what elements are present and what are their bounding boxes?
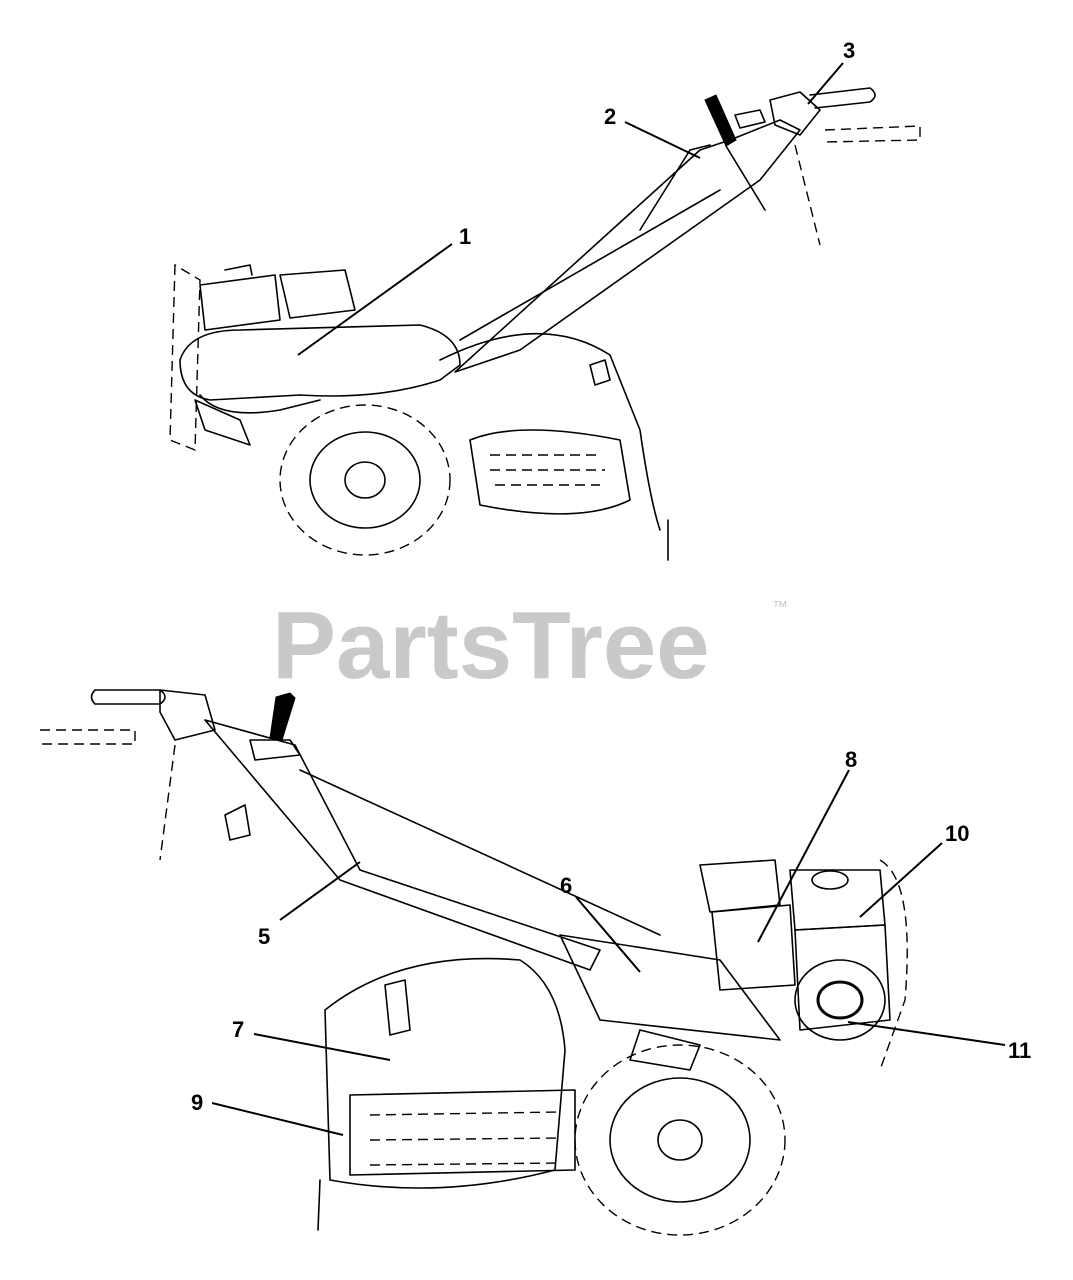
- bottom-shield-edge: [317, 1179, 321, 1231]
- watermark-trademark: ™: [772, 599, 788, 616]
- top-depth-lever-grip: [704, 94, 737, 147]
- top-tine-shield-flap: [469, 429, 631, 515]
- bottom-handlebar-tube: [204, 719, 601, 971]
- top-handle-housing: [769, 91, 821, 136]
- top-handle-grip-lower: [824, 125, 921, 143]
- bottom-tine-shield: [324, 957, 566, 1189]
- bottom-engine-air-cleaner: [711, 904, 796, 991]
- watermark: PartsTree ™: [272, 592, 788, 699]
- bottom-engine-recoil-starter: [816, 980, 864, 1020]
- bottom-handle-pivot: [224, 804, 251, 841]
- bottom-handle-grip-upper: [90, 689, 166, 705]
- watermark-text: PartsTree: [272, 592, 710, 699]
- callout-11: 11: [1008, 1038, 1031, 1063]
- top-handle-stay: [794, 144, 821, 246]
- top-handlebar-cable: [459, 189, 721, 341]
- leader-6: [575, 896, 641, 973]
- callout-8: 8: [845, 747, 857, 772]
- top-flap-ribs: [490, 454, 605, 486]
- top-handle-grip-upper: [809, 87, 876, 109]
- callout-1: 1: [459, 224, 471, 249]
- bottom-handlebar-cable: [299, 769, 661, 936]
- callout-2: 2: [604, 104, 616, 129]
- top-frame-bracket: [194, 399, 251, 446]
- bottom-axle-bracket: [629, 1029, 701, 1071]
- callout-6: 6: [560, 873, 572, 898]
- bottom-flap-ribs: [369, 1111, 561, 1166]
- top-handlebar-tube: [454, 119, 801, 373]
- bottom-handle-grip-lower: [40, 729, 136, 745]
- leader-10: [859, 842, 943, 918]
- bottom-engine-fuel-cap: [811, 870, 849, 890]
- top-lever-clip: [734, 109, 766, 129]
- top-engine-fuel-tank: [279, 269, 356, 319]
- bottom-handle-stay: [159, 744, 176, 861]
- bottom-lever-bracket: [249, 739, 301, 761]
- top-tine-shield: [439, 332, 661, 531]
- bottom-shield-flap: [349, 1089, 576, 1176]
- leader-lines: [211, 62, 1006, 1136]
- top-engine-air-cleaner: [199, 274, 281, 331]
- leader-3: [807, 62, 844, 105]
- bottom-wheel-hub: [657, 1119, 703, 1161]
- bottom-tiller-illustration: [40, 689, 908, 1236]
- bottom-engine-air-cleaner-top: [699, 859, 781, 913]
- bottom-engine-block: [794, 924, 891, 1031]
- bottom-wheel-rim: [609, 1077, 751, 1203]
- leader-8: [757, 769, 850, 943]
- bottom-rear-bumper: [879, 859, 908, 1071]
- callout-3: 3: [843, 38, 855, 63]
- leader-5: [279, 861, 361, 921]
- leader-11: [847, 1021, 1006, 1046]
- bottom-handle-housing: [159, 689, 216, 741]
- bottom-engine-recoil-housing: [794, 959, 886, 1041]
- bottom-wheel-tire: [574, 1044, 786, 1236]
- bottom-engine-fuel-tank: [789, 869, 886, 931]
- top-engine-cap: [224, 264, 253, 276]
- leader-2: [624, 121, 701, 159]
- top-belt-cover: [179, 324, 461, 401]
- top-wheel-rim: [309, 431, 421, 529]
- leader-7: [253, 1033, 391, 1061]
- top-wheel-tire: [279, 404, 451, 556]
- top-shield-latch: [589, 359, 611, 386]
- top-front-bumper: [169, 263, 201, 452]
- callout-9: 9: [191, 1090, 203, 1115]
- leader-1: [297, 243, 453, 356]
- top-handlebar-bracket: [639, 144, 711, 231]
- callout-numbers: 1 2 3 5 6 7 8 9 10 11: [191, 38, 1031, 1115]
- leader-9: [211, 1102, 344, 1136]
- top-depth-lever-rod: [725, 145, 766, 211]
- bottom-depth-lever-grip: [269, 692, 296, 741]
- top-tiller-illustration: [169, 87, 921, 561]
- top-belt-cover-lip: [199, 394, 321, 414]
- top-wheel-hub: [344, 461, 386, 499]
- callout-7: 7: [232, 1017, 244, 1042]
- callout-5: 5: [258, 924, 270, 949]
- bottom-shield-latch: [384, 979, 411, 1036]
- callout-10: 10: [945, 821, 969, 846]
- bottom-transmission-cover: [559, 934, 781, 1041]
